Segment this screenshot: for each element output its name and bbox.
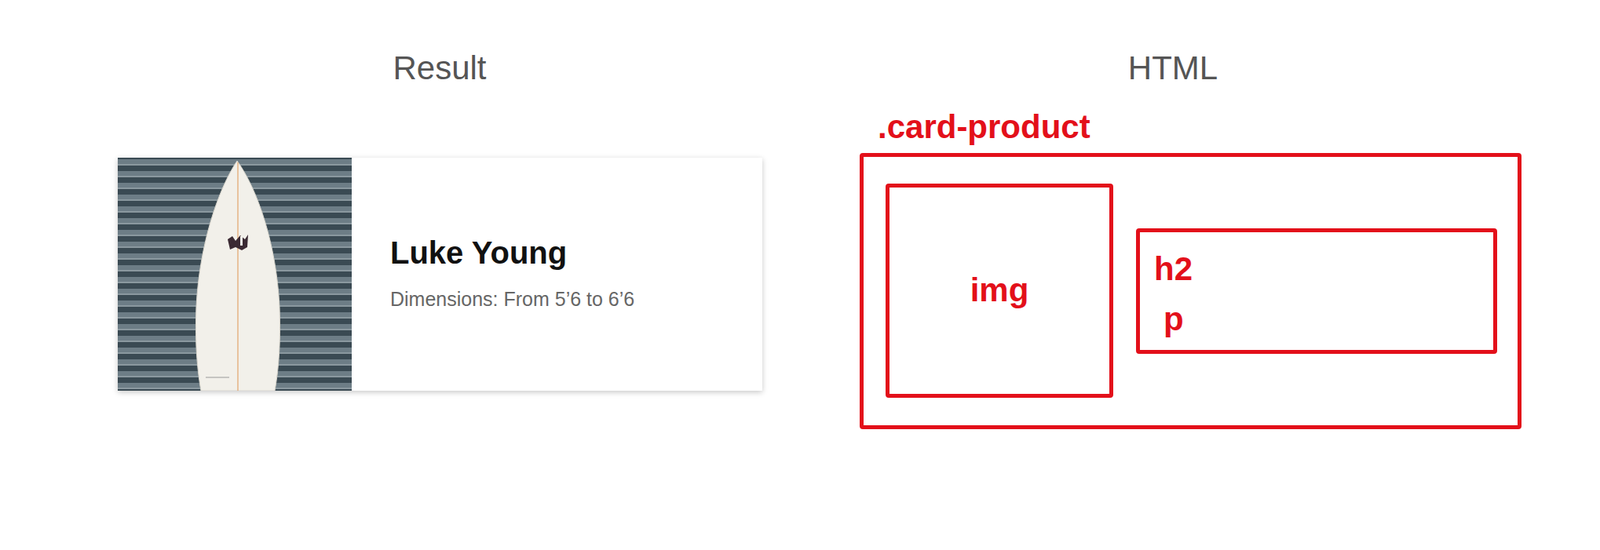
element-tag: p	[1163, 299, 1184, 340]
element-tag: img	[970, 270, 1030, 311]
column-heading: HTML	[1128, 48, 1218, 88]
product-card: Luke YoungDimensions: From 5’6 to 6’6	[117, 157, 763, 391]
surfboard-photo	[117, 157, 352, 391]
container-box: imgh2p.card-product	[859, 153, 1522, 430]
element-box: h2 p	[1136, 228, 1498, 355]
card-title: Luke Young	[390, 233, 567, 272]
element-tag: h2	[1154, 249, 1193, 289]
class-label: .card-product	[877, 107, 1091, 147]
element-box: img	[885, 183, 1114, 399]
card-description: Dimensions: From 5’6 to 6’6	[390, 287, 635, 311]
column-heading: Result	[392, 48, 486, 88]
